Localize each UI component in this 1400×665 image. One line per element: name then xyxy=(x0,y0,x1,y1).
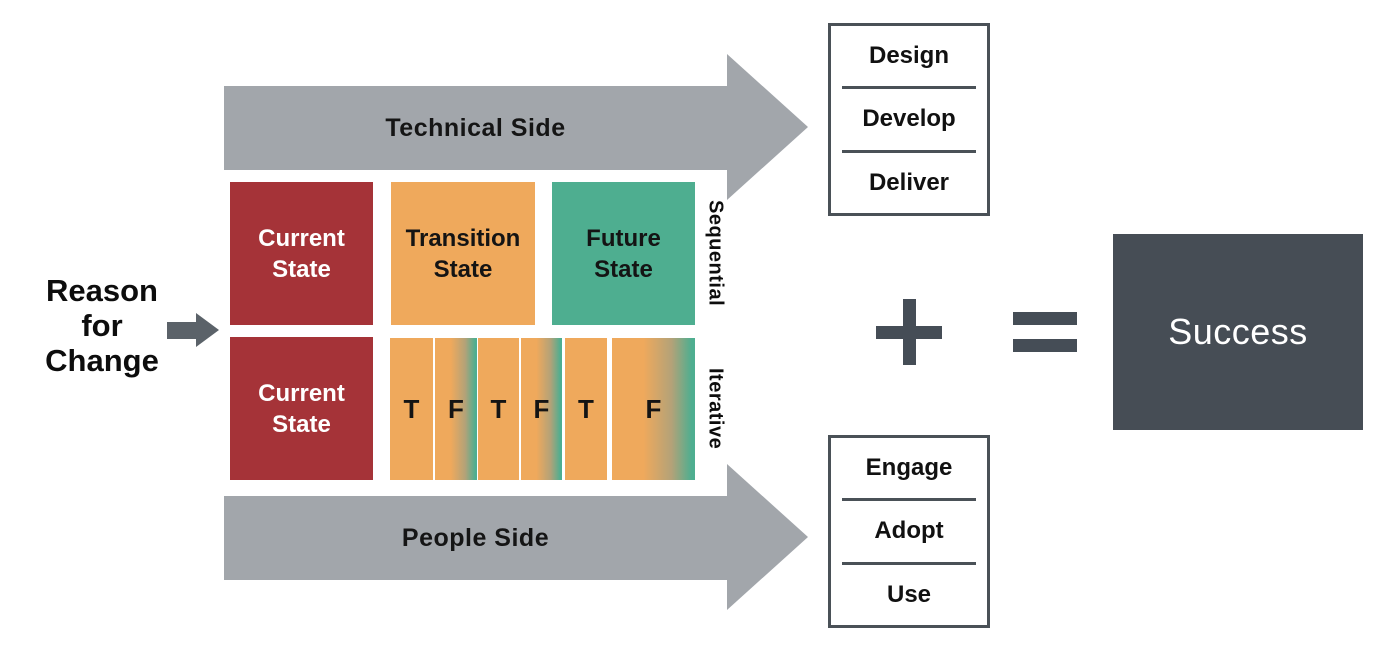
technical-side-arrow-head-icon xyxy=(727,54,808,200)
iterative-cell-t: T xyxy=(478,338,519,480)
equals-operator-icon xyxy=(1013,339,1077,352)
transition-state-box: Transition State xyxy=(391,182,535,325)
sequential-side-label: Sequential xyxy=(704,200,727,307)
reason-arrow xyxy=(167,322,197,339)
technical-side-label: Technical Side xyxy=(385,113,566,142)
transition-state-label: Transition State xyxy=(405,224,521,283)
reason-line-2: for xyxy=(81,308,123,343)
divider xyxy=(842,86,976,90)
use-label: Use xyxy=(886,580,932,608)
technical-outcomes-box: Design Develop Deliver xyxy=(828,23,990,216)
engage-label: Engage xyxy=(865,454,953,482)
technical-side-arrow: Technical Side xyxy=(224,86,727,170)
reason-line-1: Reason xyxy=(46,273,158,308)
iterative-cell-f: F xyxy=(435,338,477,480)
divider xyxy=(842,561,976,565)
people-side-arrow-head-icon xyxy=(727,464,808,610)
current-state-box-sequential: Current State xyxy=(230,182,373,325)
develop-label: Develop xyxy=(862,105,956,133)
iterative-cell-f: F xyxy=(612,338,695,480)
current-state-box-iterative: Current State xyxy=(230,337,373,480)
adopt-label: Adopt xyxy=(874,517,944,545)
success-box: Success xyxy=(1113,234,1363,430)
people-outcomes-box: Engage Adopt Use xyxy=(828,435,990,628)
deliver-label: Deliver xyxy=(868,168,950,196)
current-state-label: Current State xyxy=(258,379,345,438)
divider xyxy=(842,149,976,153)
people-side-label: People Side xyxy=(401,523,550,552)
future-state-label: Future State xyxy=(586,224,661,283)
future-state-box: Future State xyxy=(552,182,695,325)
reason-arrow-head-icon xyxy=(196,313,219,347)
reason-for-change-label: Reason for Change xyxy=(22,273,182,378)
iterative-side-label: Iterative xyxy=(704,368,727,450)
iterative-cell-f: F xyxy=(521,338,562,480)
iterative-cell-t: T xyxy=(565,338,607,480)
equals-operator-icon xyxy=(1013,312,1077,325)
success-label: Success xyxy=(1168,311,1308,352)
design-label: Design xyxy=(868,42,949,70)
plus-operator-icon xyxy=(903,299,916,365)
divider xyxy=(842,498,976,502)
iterative-cell-t: T xyxy=(390,338,433,480)
people-side-arrow: People Side xyxy=(224,496,727,580)
reason-line-3: Change xyxy=(45,343,159,378)
current-state-label: Current State xyxy=(258,224,345,283)
